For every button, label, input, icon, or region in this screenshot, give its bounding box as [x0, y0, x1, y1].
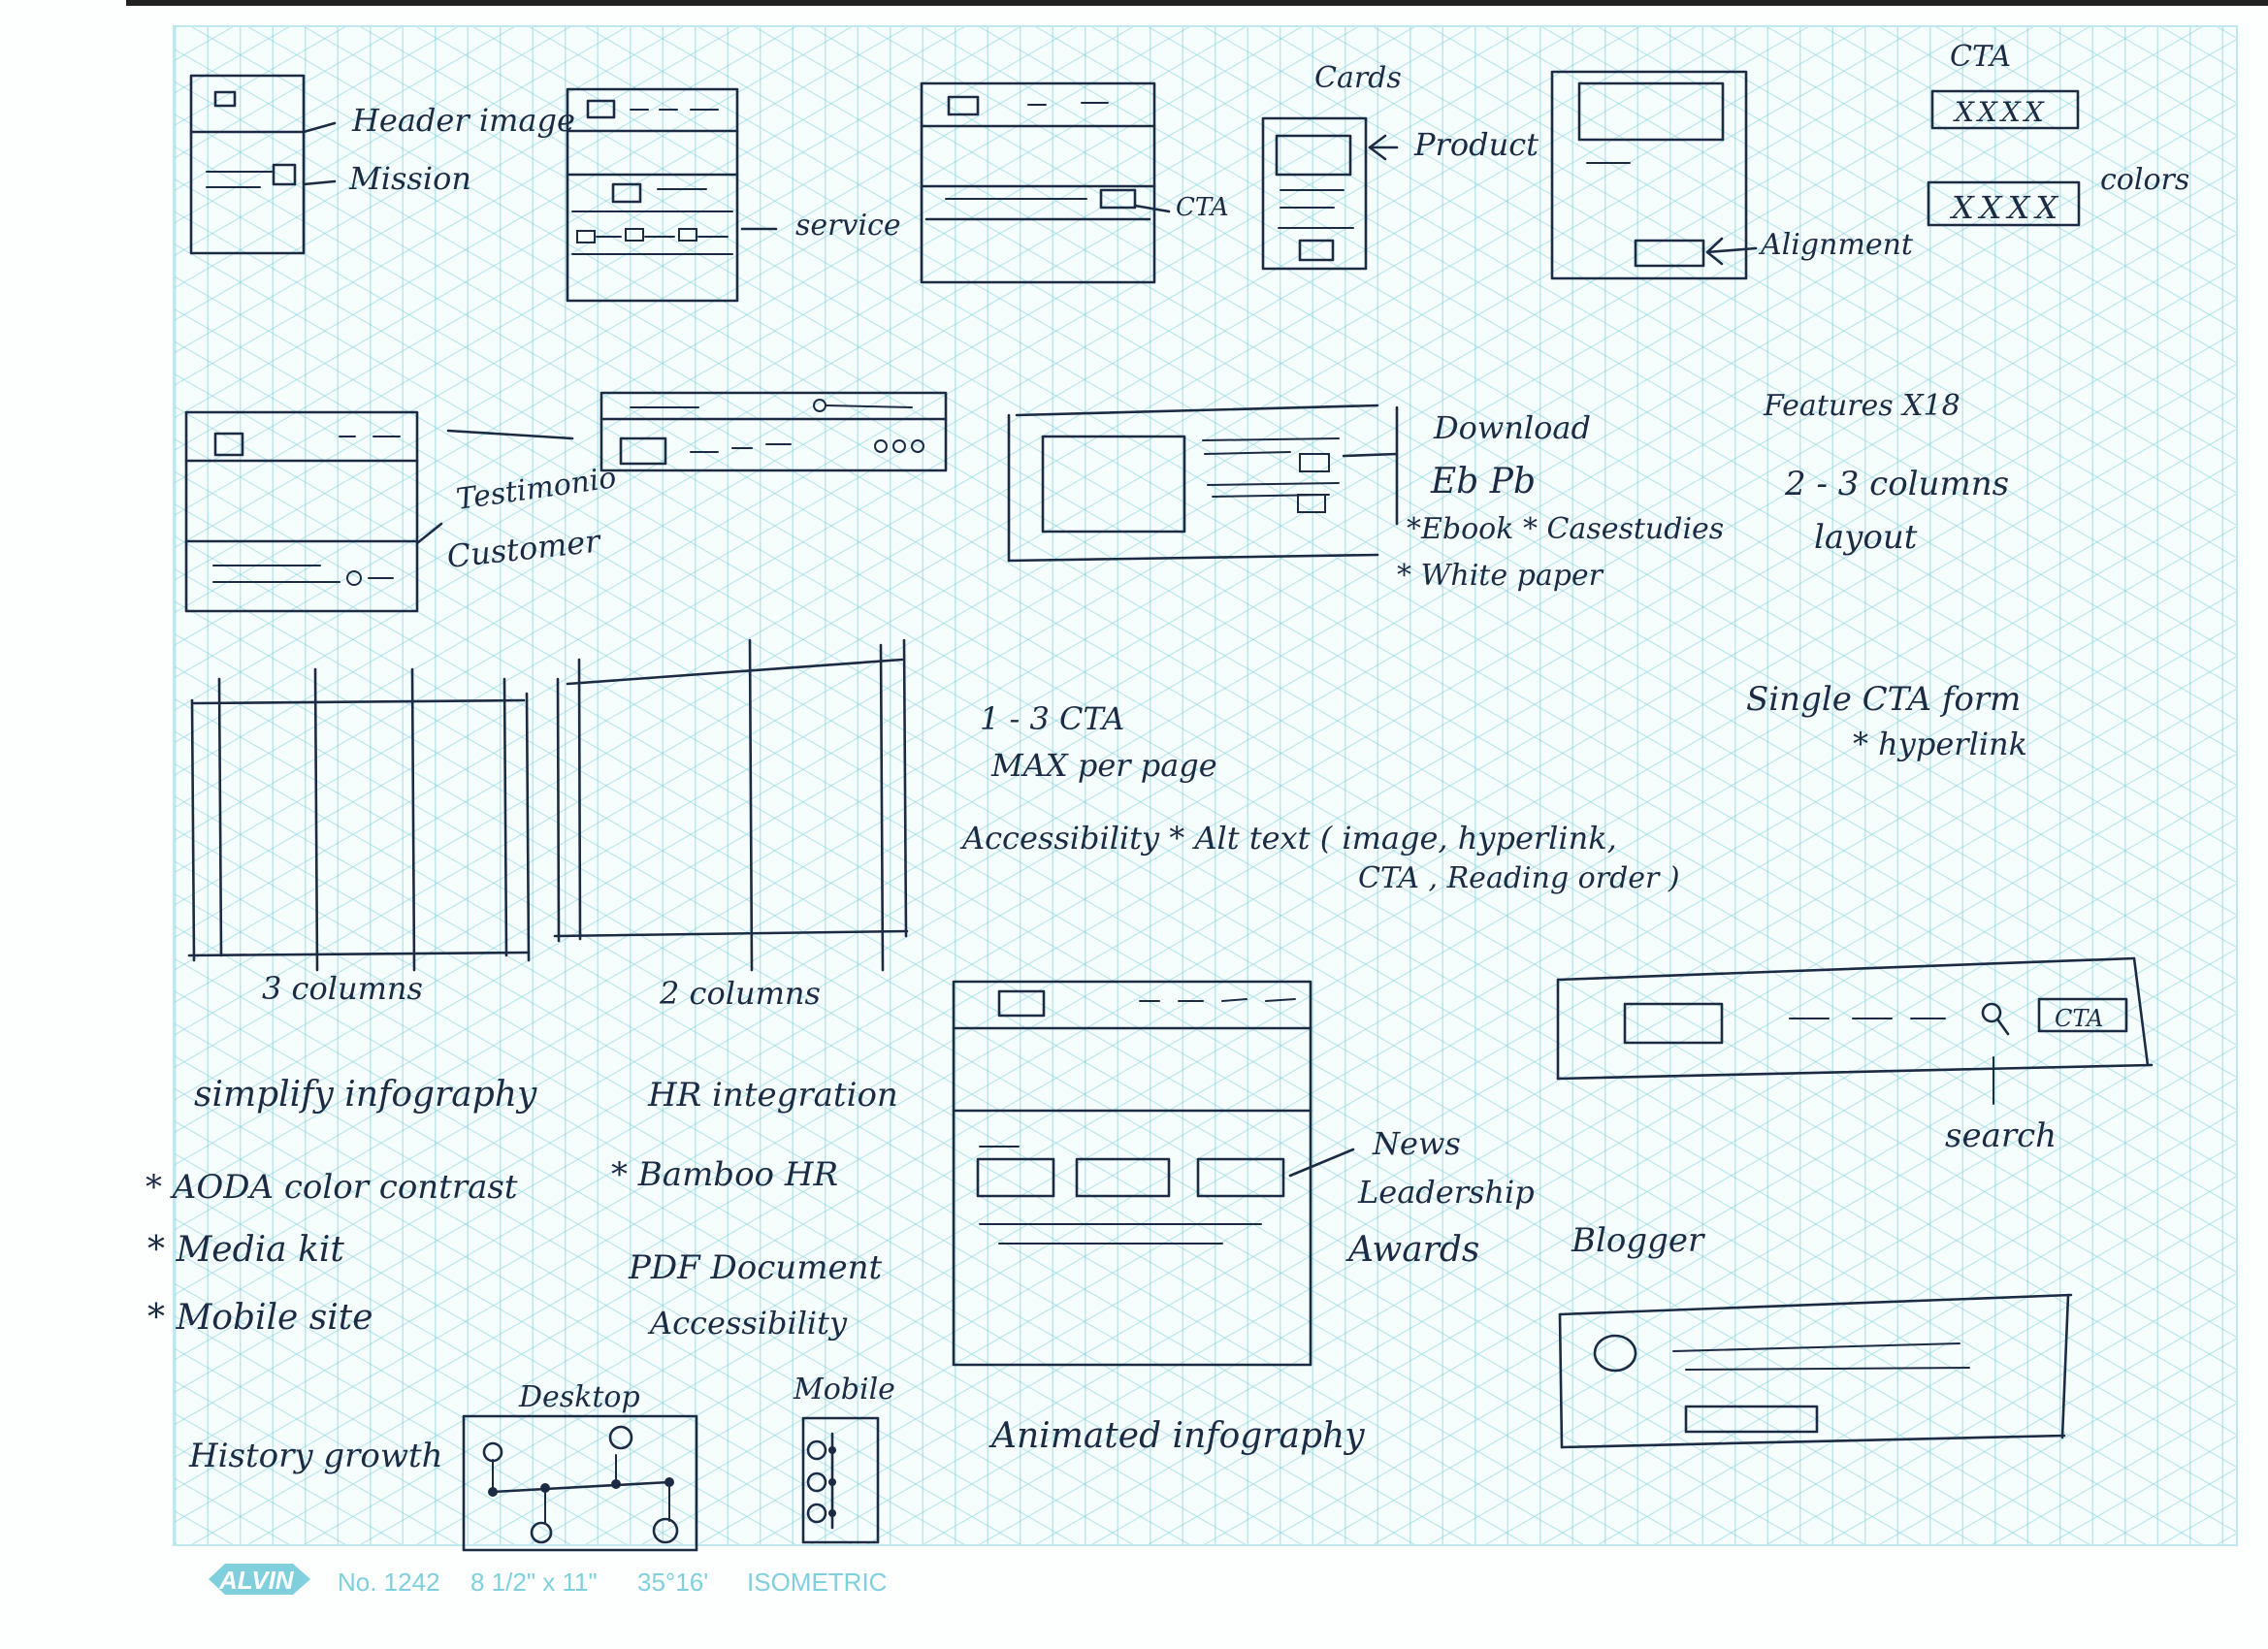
label-three-columns: 3 columns: [262, 970, 423, 1007]
label-media-kit: * Media kit: [147, 1230, 344, 1270]
wireframe-blogger: [1558, 1293, 2073, 1449]
label-download: Download: [1433, 409, 1591, 446]
label-blogger: Blogger: [1571, 1221, 1705, 1260]
wireframe-news-page: [952, 980, 1355, 1367]
label-alignment: Alignment: [1758, 228, 1914, 262]
label-cta-1: CTA: [1176, 193, 1229, 222]
label-pdf-accessibility: Accessibility: [647, 1305, 848, 1342]
label-eb-pb: Eb Pb: [1430, 462, 1536, 501]
footer-size: 8 1/2" x 11": [470, 1568, 598, 1597]
label-hr-integration: HR integration: [647, 1076, 898, 1115]
label-cta-button-2: XXXX: [1949, 189, 2063, 226]
paper-top-edge: [126, 0, 2268, 6]
label-testimonio: Testimonio: [454, 461, 618, 517]
label-history-growth: History growth: [188, 1437, 443, 1475]
wireframe-two-columns: [553, 638, 909, 972]
wireframe-desktop-timeline: [462, 1414, 698, 1552]
label-pdf-document: PDF Document: [628, 1248, 882, 1287]
label-simplify-infography: simplify infography: [194, 1075, 537, 1115]
wireframe-mobile-timeline: [801, 1416, 880, 1544]
label-cta-limit-2: MAX per page: [990, 747, 1217, 784]
wireframe-alignment: [1550, 70, 1758, 280]
wireframe-three-columns: [187, 667, 531, 972]
label-product: Product: [1413, 126, 1539, 163]
label-accessibility-1: Accessibility * Alt text ( image, hyperl…: [959, 820, 1617, 857]
label-columns-layout-1: 2 - 3 columns: [1784, 465, 2009, 503]
alvin-logo: ALVIN: [209, 1564, 310, 1595]
label-colors: colors: [2100, 163, 2189, 197]
label-single-cta-form: Single CTA form: [1746, 680, 2021, 719]
label-two-columns: 2 columns: [659, 975, 821, 1012]
label-cards: Cards: [1314, 61, 1402, 95]
label-header-image: Header image: [351, 102, 575, 139]
label-customer: Customer: [445, 522, 603, 575]
label-cta-limit-1: 1 - 3 CTA: [980, 700, 1124, 737]
label-awards: Awards: [1345, 1230, 1479, 1270]
wireframe-download: [1007, 404, 1399, 563]
wireframe-service: [566, 87, 778, 303]
footer-grid-type: ISOMETRIC: [747, 1568, 887, 1597]
isometric-grid-paper: [173, 25, 2238, 1546]
alvin-logo-text: ALVIN: [218, 1566, 295, 1595]
label-desktop: Desktop: [518, 1380, 640, 1414]
label-news: News: [1372, 1125, 1461, 1162]
cta-button-sample-1: [1930, 89, 2080, 130]
footer-angle: 35°16': [637, 1568, 708, 1597]
label-features: Features X18: [1763, 389, 1960, 423]
wireframe-cta-hero: [920, 81, 1171, 284]
footer-product-no: No. 1242: [338, 1568, 440, 1597]
label-mobile-site: * Mobile site: [147, 1298, 373, 1338]
label-cta-button-1: XXXX: [1953, 96, 2048, 128]
label-accessibility-2: CTA , Reading order ): [1358, 861, 1680, 895]
cta-button-sample-2: [1927, 180, 2081, 227]
label-mission: Mission: [348, 160, 471, 197]
label-nav-cta: CTA: [2055, 1005, 2103, 1032]
label-bamboo-hr: * Bamboo HR: [611, 1155, 838, 1194]
label-animated-infography: Animated infography: [988, 1416, 1365, 1456]
label-columns-layout-2: layout: [1814, 518, 1918, 557]
label-white-paper: * White paper: [1397, 559, 1604, 593]
wireframe-header-mission: [189, 74, 337, 255]
label-cta-title: CTA: [1950, 40, 2011, 74]
wireframe-card: [1261, 116, 1399, 271]
label-ebook-casestudies: *Ebook * Casestudies: [1407, 512, 1724, 546]
label-leadership: Leadership: [1357, 1174, 1535, 1211]
wireframe-testimonio: [184, 410, 574, 613]
wireframe-testimonial-banner: [599, 391, 948, 472]
label-aoda: * AODA color contrast: [146, 1168, 518, 1207]
label-mobile: Mobile: [793, 1373, 895, 1406]
label-search: search: [1945, 1116, 2057, 1155]
label-service: service: [795, 209, 901, 242]
wireframe-search-nav: [1556, 956, 2154, 1105]
label-hyperlink: * hyperlink: [1853, 726, 2027, 762]
